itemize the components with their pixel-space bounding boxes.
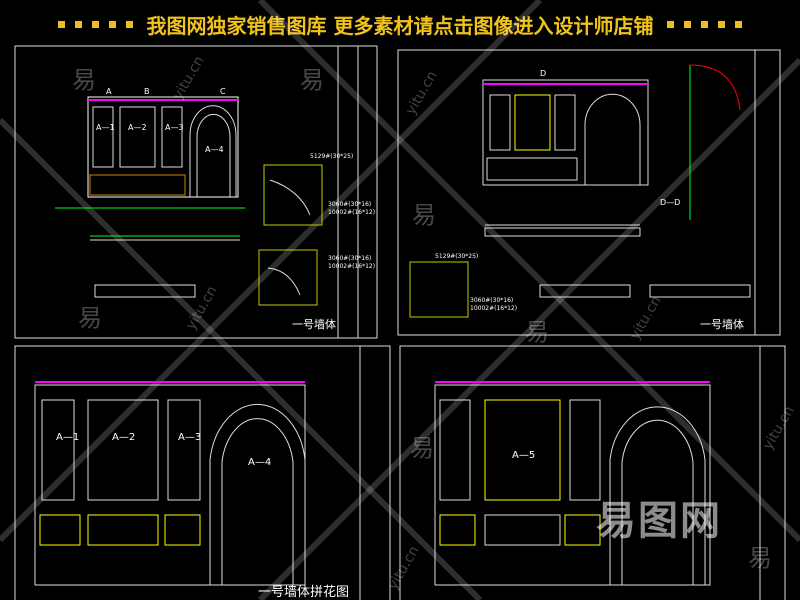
- grid-label: D: [540, 69, 546, 78]
- banner-dot: [735, 20, 743, 28]
- watermark-glyph: 易: [72, 66, 96, 94]
- banner-dot: [108, 20, 116, 28]
- sheet-top-left: [14, 45, 378, 339]
- spec-label: 10002#(16*12): [328, 209, 375, 216]
- panel-label: A—5: [512, 450, 535, 461]
- spec-label: 10002#(16*12): [328, 263, 375, 270]
- panel-label: A—4: [205, 145, 224, 154]
- spec-label: 3060#(30*16): [328, 201, 371, 208]
- grid-label: A: [106, 87, 112, 96]
- panel-label: A—2: [112, 432, 135, 443]
- promo-banner[interactable]: 我图网独家销售图库 更多素材请点击图像进入设计师店铺: [0, 0, 800, 48]
- spec-label: 5129#(30*25): [310, 153, 353, 160]
- panel-label: A—1: [56, 432, 79, 443]
- section-label: D—D: [660, 198, 680, 207]
- panel-label: A—1: [96, 123, 115, 132]
- sheet-bottom-left: [14, 345, 391, 600]
- grid-label: C: [220, 87, 226, 96]
- banner-dot: [91, 20, 99, 28]
- sheet-title: 一号墙体: [292, 317, 336, 331]
- watermark-glyph: 易: [748, 544, 772, 572]
- watermark-glyph: 易: [300, 66, 324, 94]
- spec-label: 5129#(30*25): [435, 253, 478, 260]
- banner-dot: [667, 20, 675, 28]
- grid-label: B: [144, 87, 150, 96]
- panel-label: A—4: [248, 457, 271, 468]
- watermark-glyph: 易: [410, 434, 434, 462]
- banner-dot: [718, 20, 726, 28]
- banner-dot: [125, 20, 133, 28]
- banner-dot: [701, 20, 709, 28]
- spec-label: 10002#(16*12): [470, 305, 517, 312]
- sheet-title: 一号墙体: [700, 317, 744, 331]
- banner-dot: [74, 20, 82, 28]
- banner-dot: [684, 20, 692, 28]
- sheet-bottom-right: [399, 345, 786, 600]
- panel-label: A—3: [178, 432, 201, 443]
- banner-text: 我图网独家销售图库 更多素材请点击图像进入设计师店铺: [146, 13, 654, 38]
- watermark-glyph: 易: [78, 304, 102, 332]
- spec-label: 3060#(30*16): [470, 297, 513, 304]
- panel-label: A—2: [128, 123, 147, 132]
- sheet-title: 一号墙体拼花图: [258, 584, 349, 600]
- spec-label: 3060#(30*16): [328, 255, 371, 262]
- watermark-logo: 易图网: [596, 498, 722, 544]
- watermark-glyph: 易: [525, 318, 549, 346]
- panel-label: A—3: [165, 123, 184, 132]
- sheet-top-right: [397, 49, 781, 336]
- watermark-glyph: 易: [412, 201, 436, 229]
- banner-dot: [57, 20, 65, 28]
